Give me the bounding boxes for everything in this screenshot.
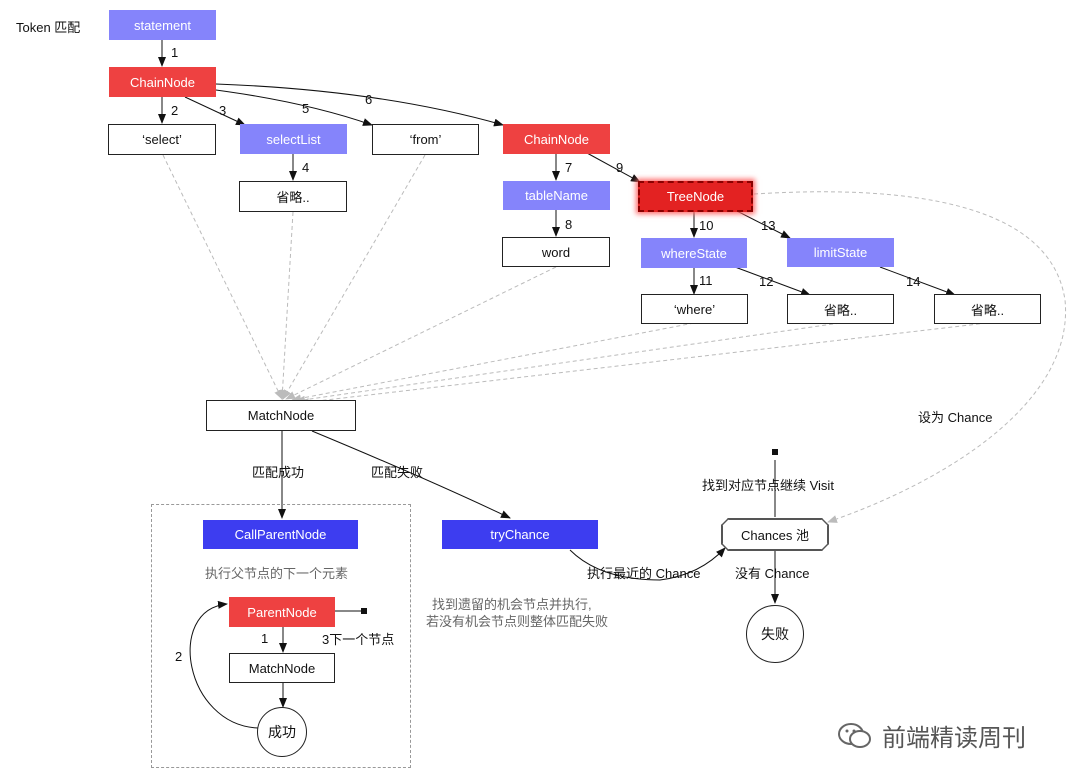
chances-pool: Chances 池 — [722, 519, 828, 550]
omit-node-2: 省略.. — [787, 294, 894, 324]
edge-label-2: 2 — [171, 103, 179, 118]
edge-label-12: 12 — [759, 274, 774, 289]
edge-label-13: 13 — [761, 218, 776, 233]
watermark-text: 前端精读周刊 — [882, 724, 1026, 752]
match-node: MatchNode — [206, 400, 356, 431]
word-node: word — [502, 237, 610, 267]
limit-state-node: limitState — [787, 238, 894, 267]
chain-node-root: ChainNode — [109, 67, 216, 97]
edge-label-9: 9 — [616, 160, 624, 175]
inner-edge-label-1: 1 — [261, 631, 269, 646]
from-keyword-node: ‘from’ — [372, 124, 479, 155]
where-keyword-node: ‘where’ — [641, 294, 748, 324]
diagram-title: Token 匹配 — [16, 20, 81, 35]
next-node-label: 3下一个节点 — [322, 632, 395, 647]
success-flow-group — [151, 504, 411, 768]
find-left-note-1: 找到遗留的机会节点并执行, — [432, 597, 592, 612]
edge-label-3: 3 — [219, 103, 227, 118]
tree-node: TreeNode — [638, 181, 753, 212]
try-chance-node: tryChance — [442, 520, 598, 549]
where-state-node: whereState — [641, 238, 747, 268]
edge-label-5: 5 — [302, 101, 310, 116]
table-name-node: tableName — [503, 181, 610, 210]
select-keyword-node: ‘select’ — [108, 124, 216, 155]
find-left-note-2: 若没有机会节点则整体匹配失败 — [426, 614, 609, 629]
watermark: 前端精读周刊 — [836, 718, 1026, 753]
edge-label-14: 14 — [906, 274, 921, 289]
edge-label-7: 7 — [565, 160, 573, 175]
edge-label-4: 4 — [302, 160, 310, 175]
edge-label-10: 10 — [699, 218, 714, 233]
fail-circle: 失败 — [746, 605, 804, 663]
edge-label-11: 11 — [699, 273, 713, 288]
omit-node-1: 省略.. — [239, 181, 347, 212]
no-chance-label: 没有 Chance — [735, 566, 810, 581]
exec-parent-note: 执行父节点的下一个元素 — [205, 566, 349, 581]
match-fail-label: 匹配失败 — [371, 465, 424, 480]
solid-connectors — [158, 40, 956, 729]
statement-node: statement — [109, 10, 216, 40]
edge-label-6: 6 — [365, 92, 373, 107]
edge-label-8: 8 — [565, 217, 573, 232]
dashed-connectors — [162, 154, 1067, 523]
parent-node: ParentNode — [229, 597, 335, 627]
match-node-inner: MatchNode — [229, 653, 335, 683]
call-parent-node: CallParentNode — [203, 520, 358, 549]
match-success-label: 匹配成功 — [252, 465, 305, 480]
inner-edge-label-2: 2 — [175, 649, 183, 664]
wechat-icon — [838, 722, 871, 748]
find-continue-label: 找到对应节点继续 Visit — [702, 478, 834, 493]
omit-node-3: 省略.. — [934, 294, 1041, 324]
set-chance-label: 设为 Chance — [918, 410, 993, 425]
chain-node-child: ChainNode — [503, 124, 610, 154]
exec-recent-label: 执行最近的 Chance — [587, 566, 701, 581]
edge-label-1: 1 — [171, 45, 179, 60]
success-circle: 成功 — [257, 707, 307, 757]
select-list-node: selectList — [240, 124, 347, 154]
